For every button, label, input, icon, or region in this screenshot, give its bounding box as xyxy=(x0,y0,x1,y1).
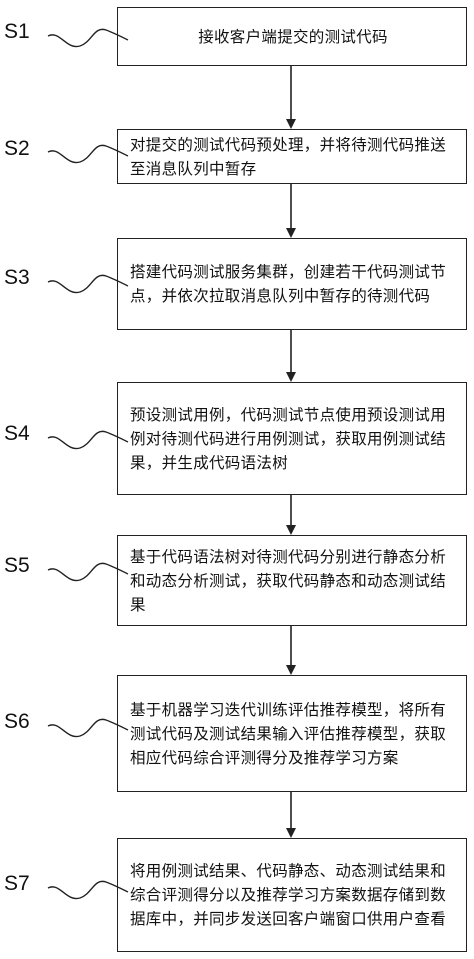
step-box-s4: 预设测试用例，代码测试节点使用预设测试用例对待测代码进行用例测试，获取用例测试结… xyxy=(117,382,467,495)
step-text-s7: 将用例测试结果、代码静态、动态测试结果和综合评测得分以及推荐学习方案数据存储到数… xyxy=(130,862,447,928)
leader-s3 xyxy=(47,274,129,294)
step-text-s1: 接收客户端提交的测试代码 xyxy=(198,27,388,46)
leader-s4 xyxy=(47,430,129,450)
step-text-s6: 基于机器学习迭代训练评估推荐模型，将所有测试代码及测试结果输入评估推荐模型，获取… xyxy=(130,700,447,767)
step-label-s4: S4 xyxy=(4,422,30,445)
leader-s5 xyxy=(47,562,129,582)
step-label-s6: S6 xyxy=(4,710,30,733)
step-text-s3: 搭建代码测试服务集群，创建若干代码测试节点，并依次拉取消息队列中暂存的待测代码 xyxy=(130,263,447,305)
step-text-s5: 基于代码语法树对待测代码分别进行静态分析和动态分析测试，获取代码静态和动态测试结… xyxy=(130,547,447,614)
leader-s6 xyxy=(47,718,129,738)
step-label-s5: S5 xyxy=(4,554,30,577)
step-label-s2: S2 xyxy=(4,137,30,160)
step-box-s1: 接收客户端提交的测试代码 xyxy=(117,7,467,66)
step-label-s3: S3 xyxy=(4,266,30,289)
step-label-s7: S7 xyxy=(4,872,30,895)
leader-s2 xyxy=(47,144,129,164)
step-box-s7: 将用例测试结果、代码静态、动态测试结果和综合评测得分以及推荐学习方案数据存储到数… xyxy=(117,838,467,952)
step-box-s2: 对提交的测试代码预处理，并将待测代码推送至消息队列中暂存 xyxy=(117,129,467,184)
step-box-s5: 基于代码语法树对待测代码分别进行静态分析和动态分析测试，获取代码静态和动态测试结… xyxy=(117,535,467,626)
step-label-s1: S1 xyxy=(4,20,30,43)
step-box-s3: 搭建代码测试服务集群，创建若干代码测试节点，并依次拉取消息队列中暂存的待测代码 xyxy=(117,238,467,330)
leader-s7 xyxy=(47,880,129,900)
leader-s1 xyxy=(47,28,129,48)
step-text-s2: 对提交的测试代码预处理，并将待测代码推送至消息队列中暂存 xyxy=(130,135,447,178)
step-box-s6: 基于机器学习迭代训练评估推荐模型，将所有测试代码及测试结果输入评估推荐模型，获取… xyxy=(117,675,467,792)
step-text-s4: 预设测试用例，代码测试节点使用预设测试用例对待测代码进行用例测试，获取用例测试结… xyxy=(130,405,447,472)
